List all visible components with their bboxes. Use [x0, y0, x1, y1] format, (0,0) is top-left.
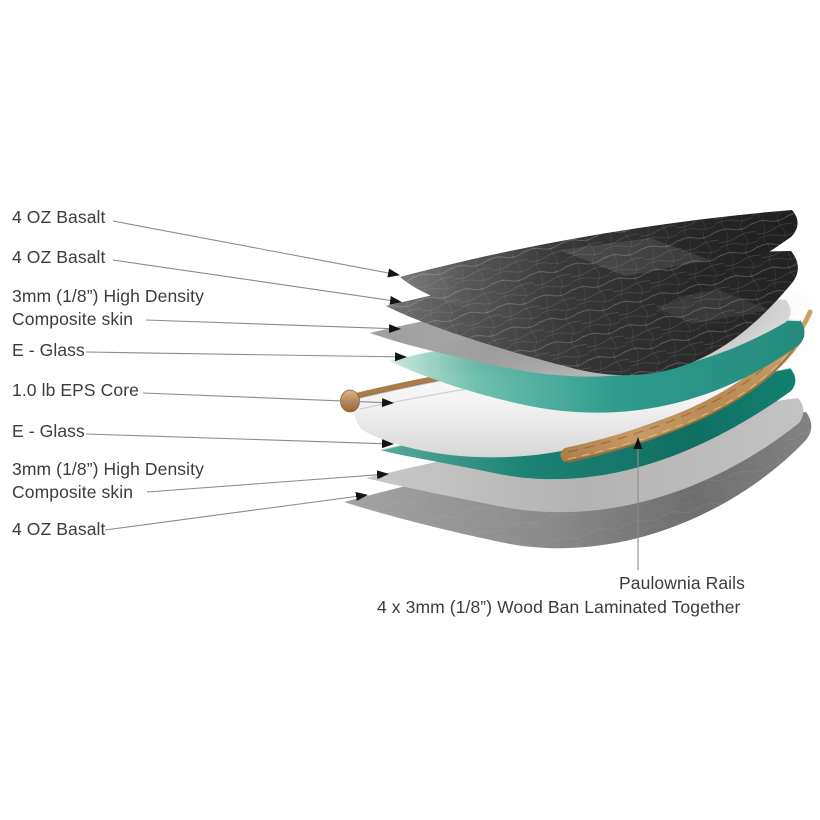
leader-lines: [85, 220, 643, 570]
label-basalt-bottom: 4 OZ Basalt: [12, 519, 106, 539]
label-composite-skin-top: 3mm (1/8”) High Density Composite skin: [12, 286, 204, 329]
label-eglass-top: E - Glass: [12, 340, 85, 360]
leader-line-eglass-top: [85, 351, 407, 362]
leader-line-eps-core: [142, 392, 394, 408]
label-composite-skin-bottom: 3mm (1/8”) High Density Composite skin: [12, 459, 204, 502]
label-basalt-top-1: 4 OZ Basalt: [12, 207, 106, 227]
label-wood-ban: 4 x 3mm (1/8”) Wood Ban Laminated Togeth…: [377, 597, 741, 617]
label-paulownia-rails: Paulownia Rails: [619, 573, 746, 593]
leader-line-composite-skin-bottom: [146, 470, 389, 493]
label-basalt-top-2: 4 OZ Basalt: [12, 247, 106, 267]
leader-line-composite-skin-top: [145, 319, 401, 334]
label-eglass-bottom: E - Glass: [12, 421, 85, 441]
leader-line-basalt-bottom: [104, 491, 368, 531]
leader-line-basalt-top-1: [112, 220, 400, 278]
leader-line-eglass-bottom: [85, 433, 394, 449]
label-eps-core: 1.0 lb EPS Core: [12, 380, 139, 400]
layer-basalt-1: [400, 210, 798, 325]
leader-line-basalt-top-2: [112, 259, 402, 305]
